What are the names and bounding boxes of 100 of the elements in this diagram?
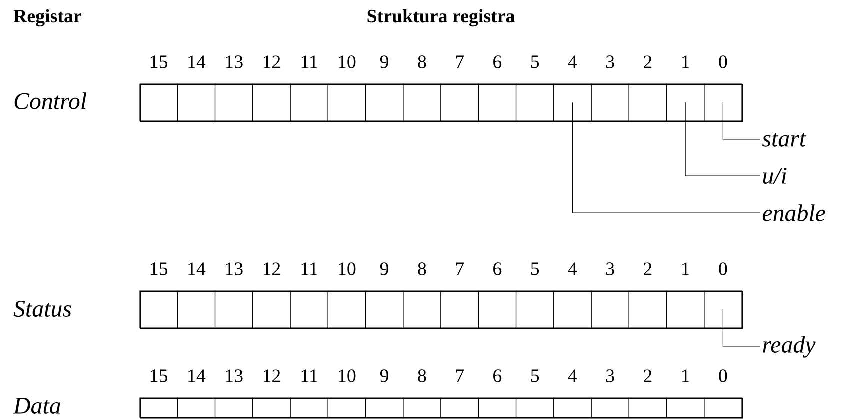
bit-cell [554,398,592,418]
bit-number: 12 [264,56,280,68]
bit-number: 11 [302,56,318,68]
bit-number: 14 [188,370,206,382]
bit-cell [440,84,479,122]
bit-cell [704,398,742,418]
bit-number: 10 [339,262,356,276]
bit-cell [214,290,254,328]
bit-cell [365,84,404,122]
leader-line [722,102,760,140]
bit-cell [628,290,668,328]
bit-number: 5 [531,56,540,68]
bit-number: 7 [456,262,464,276]
bit-number: 14 [188,56,206,68]
bit-cell [666,290,705,328]
bit-number: 4 [568,56,578,68]
bit-cell [591,398,630,418]
bit-number: 8 [418,262,426,276]
bit-number: 0 [719,56,728,68]
column-header: Registar [14,9,82,27]
bit-number: 9 [380,56,389,68]
bit-cell [403,84,442,122]
bit-number: 0 [719,370,728,382]
leader-line [572,102,760,214]
bit-cell [440,290,479,328]
bit-cell [591,290,630,328]
bit-number: 6 [494,370,502,382]
bit-cell [516,290,554,328]
bit-number: 1 [682,262,690,276]
bit-cell [403,398,442,418]
bit-cell [140,398,178,418]
bit-cell [704,290,742,328]
register-bar [140,291,744,330]
bit-name: ready [763,336,816,358]
bit-cell [328,398,366,418]
bit-number: 3 [606,56,614,68]
bit-number: 0 [719,262,728,276]
bit-number: 5 [531,370,540,382]
bit-number: 10 [339,56,356,68]
bit-number: 1 [682,56,690,68]
bit-name: start [762,133,807,147]
register-bar [140,84,744,122]
bit-cell [516,398,554,418]
bit-number: 3 [606,262,614,276]
leader-line [722,309,760,348]
bit-cell [554,290,592,328]
bit-number: 13 [226,262,243,276]
bit-number: 13 [226,56,243,68]
bit-number: 7 [456,370,464,382]
bit-cell [177,398,216,418]
bit-cell [252,290,291,328]
register-name: Data [13,398,60,414]
bit-cell [214,398,254,418]
bit-number: 4 [568,370,578,382]
bit-number: 6 [494,262,502,276]
bit-cell [177,290,216,328]
bit-cell [478,398,517,418]
bit-number: 6 [494,56,502,68]
bit-cell [252,84,291,122]
bit-cell [290,290,328,328]
bit-cell [554,84,592,122]
bit-cell [290,84,328,122]
register-name: Status [14,300,72,318]
bit-cell [328,290,366,328]
register-bar [140,398,744,419]
bit-cell [403,290,442,328]
bit-number: 3 [606,370,614,382]
bit-number: 8 [418,56,426,68]
bit-cell [666,398,705,418]
bit-cell [214,84,254,122]
bit-number: 10 [339,370,356,382]
bit-cell [140,84,178,122]
bit-number: 13 [226,370,243,382]
bit-cell [140,290,178,328]
bit-cell [628,84,668,122]
bit-cell [365,398,404,418]
bit-cell [478,290,517,328]
bit-cell [628,398,668,418]
bit-cell [591,84,630,122]
bit-cell [177,84,216,122]
register-name: Control [14,92,86,110]
bit-number: 4 [568,262,578,276]
bit-cell [328,84,366,122]
bit-number: 11 [302,262,318,276]
bit-cell [290,398,328,418]
bit-number: 15 [151,56,168,68]
bit-number: 1 [682,370,690,382]
bit-cell [704,84,742,122]
bit-number: 8 [418,370,426,382]
bit-name: u/i [763,168,787,184]
bit-cell [365,290,404,328]
bit-number: 12 [264,262,280,276]
bit-number: 9 [380,370,389,382]
bit-cell [440,398,479,418]
bit-number: 14 [188,262,206,276]
bit-number: 5 [531,262,540,276]
bit-name: enable [762,204,826,222]
bit-number: 2 [644,370,652,382]
bit-cell [478,84,517,122]
bit-number: 9 [380,262,389,276]
